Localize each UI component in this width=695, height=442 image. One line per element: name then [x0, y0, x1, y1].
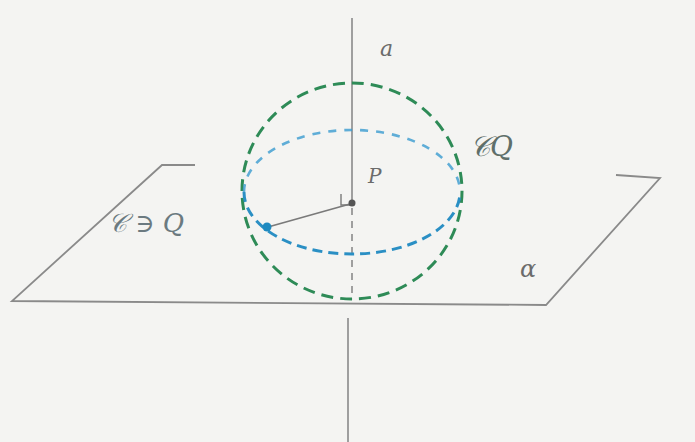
plane-label: α	[520, 257, 536, 281]
point-label: P	[368, 166, 381, 186]
sphere-outline	[242, 83, 462, 299]
line-label: a	[380, 38, 393, 60]
point-p	[349, 200, 356, 207]
point-q	[263, 223, 272, 232]
radius-segment	[268, 204, 350, 227]
plane	[12, 165, 660, 305]
circle-label: 𝒞 ∋ Q	[108, 210, 184, 236]
circle-back	[244, 130, 460, 192]
axis-line	[348, 18, 352, 442]
circle-front	[244, 192, 460, 254]
sphere-label: 𝒞Q	[470, 133, 513, 161]
